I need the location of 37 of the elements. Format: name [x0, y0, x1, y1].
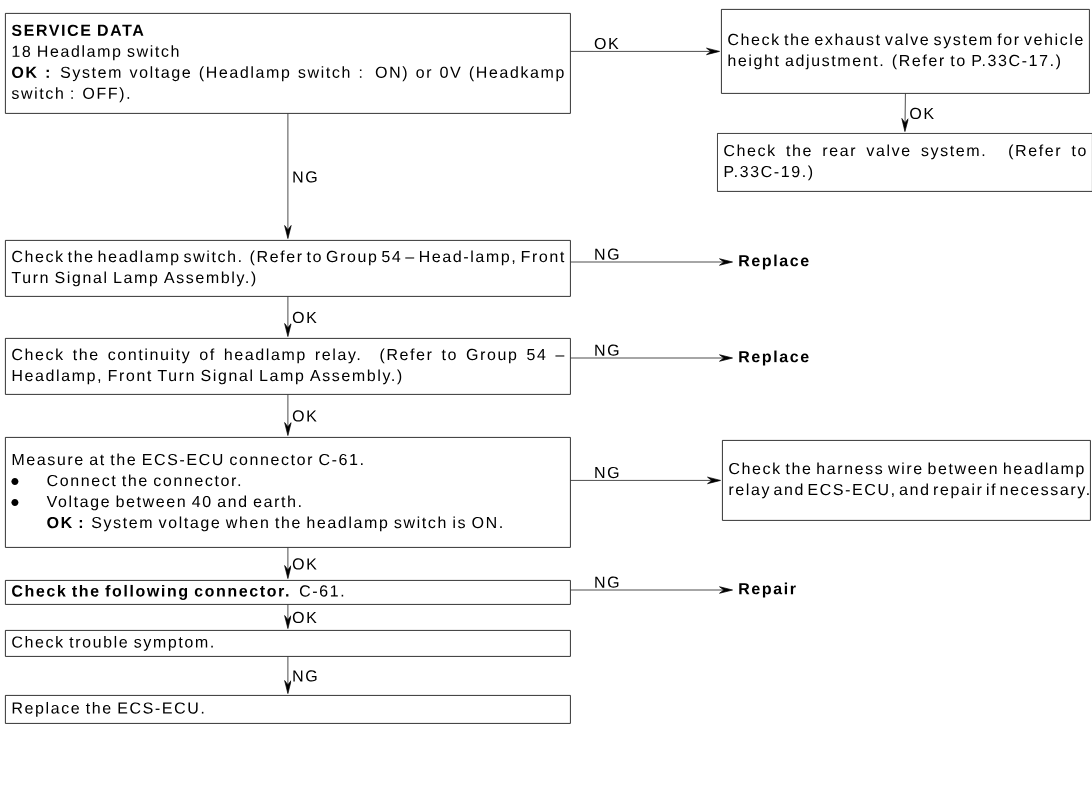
process-box: SERVICE DATA 18 Headlamp switch OK : System voltage (Headlamp switch : ON) or 0V (Headkamp switch : OFF). — [5, 13, 571, 114]
result-text: Replace — [739, 254, 809, 270]
arrow — [284, 394, 292, 436]
edge-label: OK — [291, 409, 318, 423]
arrow — [570, 586, 733, 594]
arrow — [284, 113, 292, 239]
arrow — [284, 296, 292, 337]
process-box: Check the harness wire between headlamp relay and ECS-ECU, and repair if necessary. — [722, 440, 1091, 521]
edge-label: NG — [291, 170, 319, 184]
process-box: Check the exhaust valve system for vehicle height adjustment. (Refer to P.33C-17.) — [721, 9, 1090, 94]
arrow — [570, 354, 733, 362]
edge-label: OK — [593, 36, 620, 51]
result-text: Repair — [739, 582, 796, 598]
process-box: Check trouble symptom. — [5, 630, 571, 657]
edge-label: OK — [908, 106, 936, 121]
edge-label: NG — [593, 247, 621, 261]
arrow — [284, 547, 292, 579]
arrow — [901, 93, 909, 132]
process-box: Measure at the ECS-ECU connector C-61. Connect the connector. Voltage between 40 and earth. OK : System voltage when the headlamp switch is ON. — [5, 437, 571, 548]
arrow — [570, 47, 720, 55]
result-text: Replace — [739, 350, 809, 366]
arrow — [570, 258, 733, 266]
edge-label: NG — [593, 465, 621, 480]
process-box: Check the following connector. C-61. — [5, 580, 571, 605]
edge-label: OK — [291, 610, 318, 625]
process-box: Check the continuity of headlamp relay. (Refer to Group 54 – Headlamp, Front Turn Signal Lamp Assembly.) — [5, 338, 571, 395]
process-box: Replace the ECS-ECU. — [5, 695, 571, 724]
edge-label: NG — [593, 343, 621, 357]
process-box: Check the rear valve system. (Refer to P.33C-19.) — [717, 133, 1092, 192]
edge-label: NG — [291, 669, 319, 683]
arrow — [570, 476, 721, 485]
arrow — [284, 604, 292, 629]
edge-label: NG — [593, 575, 621, 589]
process-box: Check the headlamp switch. (Refer to Group 54 – Head-lamp, Front Turn Signal Lamp Assembly.) — [5, 240, 571, 297]
edge-label: OK — [291, 310, 318, 325]
arrow — [284, 656, 292, 694]
edge-label: OK — [291, 557, 318, 571]
